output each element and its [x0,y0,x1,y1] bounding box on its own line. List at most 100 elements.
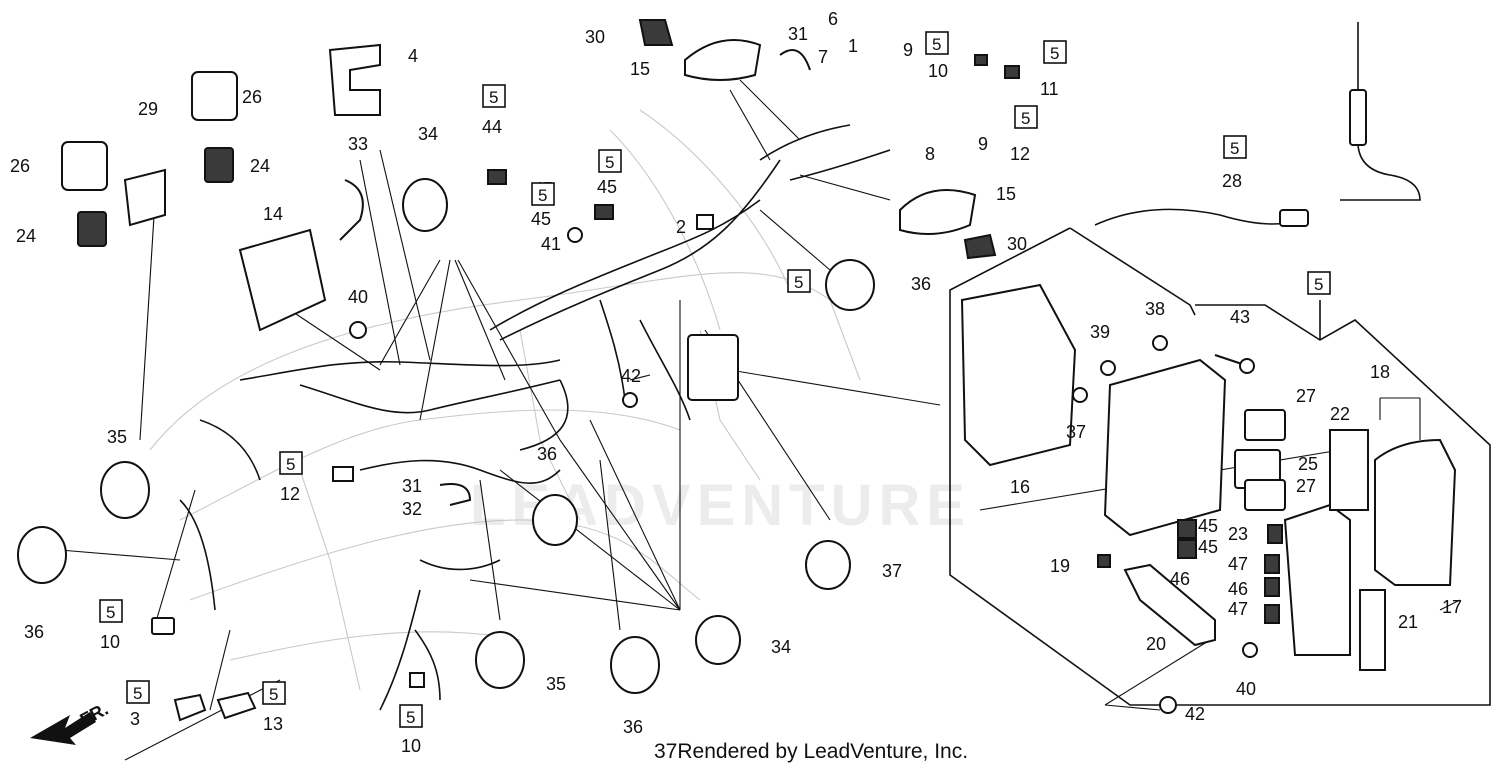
bolt-39 [1152,335,1168,351]
part-label: 38 [1145,299,1165,319]
cap-30-lower [963,233,997,260]
part-label: 22 [1330,404,1350,424]
clamp-35-lower [475,631,525,689]
part-label: 24 [16,226,36,246]
cover-15-upper [684,39,762,81]
part-label: 25 [1298,454,1318,474]
fuse-46-b [1264,577,1280,597]
part-label: 1 [848,36,858,56]
credit-line: 37Rendered by LeadVenture, Inc. [654,740,968,764]
part-label: 8 [925,144,935,164]
part-label: 45 [597,177,617,197]
part-label: 26 [10,156,30,176]
part-label: 31 [788,24,808,44]
label-21 [1359,589,1386,671]
part-label: 15 [996,184,1016,204]
part-label: 37 [882,561,902,581]
part-label: 7 [818,47,828,67]
fuse-panel-17 [1283,503,1351,656]
part-label: 9 [978,134,988,154]
relay-27-upper [1244,409,1286,441]
part-label: 28 [1222,171,1242,191]
part-label: 36 [911,274,931,294]
connector-10-left [151,617,175,635]
part-label: 45 [531,209,551,229]
part-label: 36 [623,717,643,737]
part-label: 26 [242,87,262,107]
bolt-44-head [1239,358,1255,374]
part-label: 11 [1040,79,1059,99]
bracket-20 [1123,563,1216,647]
clamp-36-lower [610,636,660,694]
clamp-36-left [17,526,67,584]
connector-2 [696,214,714,230]
relay-24-upper [204,147,234,183]
connector-3 [173,693,207,722]
credit-text: Rendered by LeadVenture, Inc. [677,740,969,763]
part-label: 40 [1236,679,1256,699]
clamp-36-right [825,259,875,311]
part-label: 2 [676,217,686,237]
parts [17,19,1457,745]
part-label: 30 [1007,234,1027,254]
nut-19 [1097,554,1111,568]
part-label: 14 [263,204,283,224]
fuse-46-a [1177,539,1197,559]
part-label: 30 [585,27,605,47]
relay-26-upper [191,71,238,121]
boxed-label: 5 [794,273,803,292]
part-label: 34 [418,124,438,144]
part-label: 33 [348,134,368,154]
part-label: 35 [107,427,127,447]
fuse-45-b [1264,554,1280,574]
part-label: 12 [280,484,300,504]
clip-31-upper [779,49,811,71]
part-label: 42 [621,366,641,386]
relay-24-lower [77,211,107,247]
clamp-37-center [532,494,578,546]
bracket-29 [123,168,166,227]
cover-15-lower [899,189,977,235]
credit-prefix: 37 [654,740,678,763]
bracket-4 [328,43,381,116]
fuse-cover-18 [1374,438,1457,586]
connector-12-left [332,466,354,482]
bolt-40-lower [1242,642,1258,658]
part-label: 24 [250,156,270,176]
part-label: 19 [1050,556,1070,576]
part-label: 13 [263,714,283,734]
part-label: 27 [1296,386,1316,406]
cap-30-upper [638,19,674,46]
part-label: 42 [1185,704,1205,724]
boxed-label: 5 [1050,44,1059,63]
part-number-labels: 1 2 4 6 7 8 9 9 10 11 12 14 15 15 16 17 … [10,9,1462,756]
fuse-47-b [1264,604,1280,624]
clamp-35-left [100,461,150,519]
connector-11 [1004,65,1020,79]
part-label: 46 [1170,569,1190,589]
part-label: 15 [630,59,650,79]
fuse-45-a [1177,519,1197,539]
part-label: 34 [771,637,791,657]
connector-13 [216,691,257,720]
leader-lines [59,79,1461,761]
boxed-label: 5 [269,685,278,704]
connector-10-bottom [409,672,425,688]
boxed-label: 5 [1021,109,1030,128]
antenna-cable [1094,208,1301,226]
connector-10-top [974,54,988,66]
part-label: 32 [402,499,422,519]
part-label: 20 [1146,634,1166,654]
grommet-41 [349,321,367,339]
control-unit-14 [238,228,327,332]
clip-31-lower [439,483,472,506]
grommet-42-upper [567,227,583,243]
part-label: 45 [1198,516,1218,536]
boxed-label: 5 [106,603,115,622]
part-label: 40 [348,287,368,307]
antenna-plug [1279,209,1309,227]
part-label: 45 [1198,537,1218,557]
part-label: 16 [1010,477,1030,497]
front-arrow-icon [30,712,96,745]
boxed-label: 5 [1230,139,1239,158]
